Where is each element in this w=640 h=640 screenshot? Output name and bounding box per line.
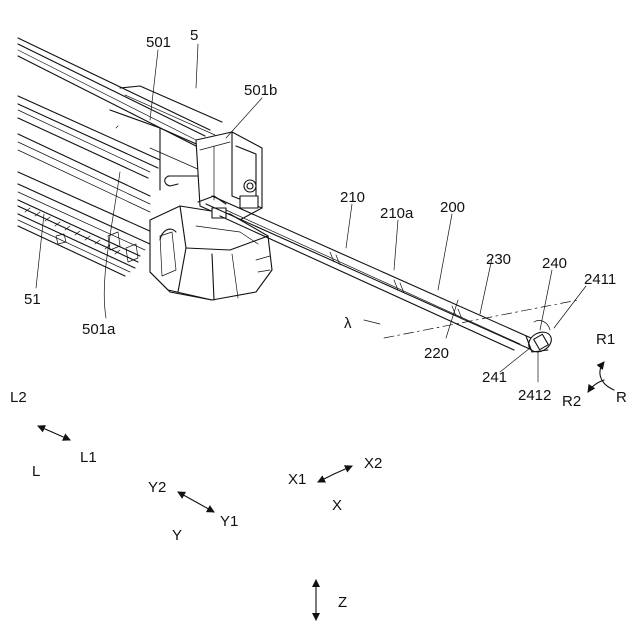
label-X2: X2 [364, 455, 382, 472]
label-200: 200 [440, 199, 465, 216]
label-241: 241 [482, 369, 507, 386]
label-R: R [616, 389, 627, 406]
rotation-axis-line [384, 300, 578, 338]
label-210: 210 [340, 189, 365, 206]
label-210a: 210a [380, 205, 414, 222]
label-5: 5 [190, 27, 198, 44]
label-L1: L1 [80, 449, 97, 466]
label-L: L [32, 463, 40, 480]
label-2412: 2412 [518, 387, 551, 404]
label-L2: L2 [10, 389, 27, 406]
label-Y2: Y2 [148, 479, 166, 496]
label-X: X [332, 497, 342, 514]
label-51: 51 [24, 291, 41, 308]
label-501b: 501b [244, 82, 277, 99]
label-220: 220 [424, 345, 449, 362]
label-R1: R1 [596, 331, 615, 348]
label-501: 501 [146, 34, 171, 51]
rotation-direction-arrow [588, 362, 614, 392]
direction-indicator-Z: Z [316, 580, 347, 620]
label-X1: X1 [288, 471, 306, 488]
label-Y1: Y1 [220, 513, 238, 530]
label-Y: Y [172, 527, 182, 544]
label-230: 230 [486, 251, 511, 268]
cartridge-body [18, 38, 272, 300]
label-lambda: λ [344, 315, 352, 332]
leader-lines [36, 44, 586, 382]
label-R2: R2 [562, 393, 581, 410]
direction-indicator-Y: Y2 Y1 Y [148, 479, 238, 544]
direction-indicator-L: L2 L1 L [10, 389, 97, 480]
label-2411: 2411 [584, 271, 616, 288]
direction-indicator-X: X1 X2 X [288, 455, 382, 514]
label-240: 240 [542, 255, 567, 272]
label-501a: 501a [82, 321, 116, 338]
label-Z: Z [338, 594, 347, 611]
